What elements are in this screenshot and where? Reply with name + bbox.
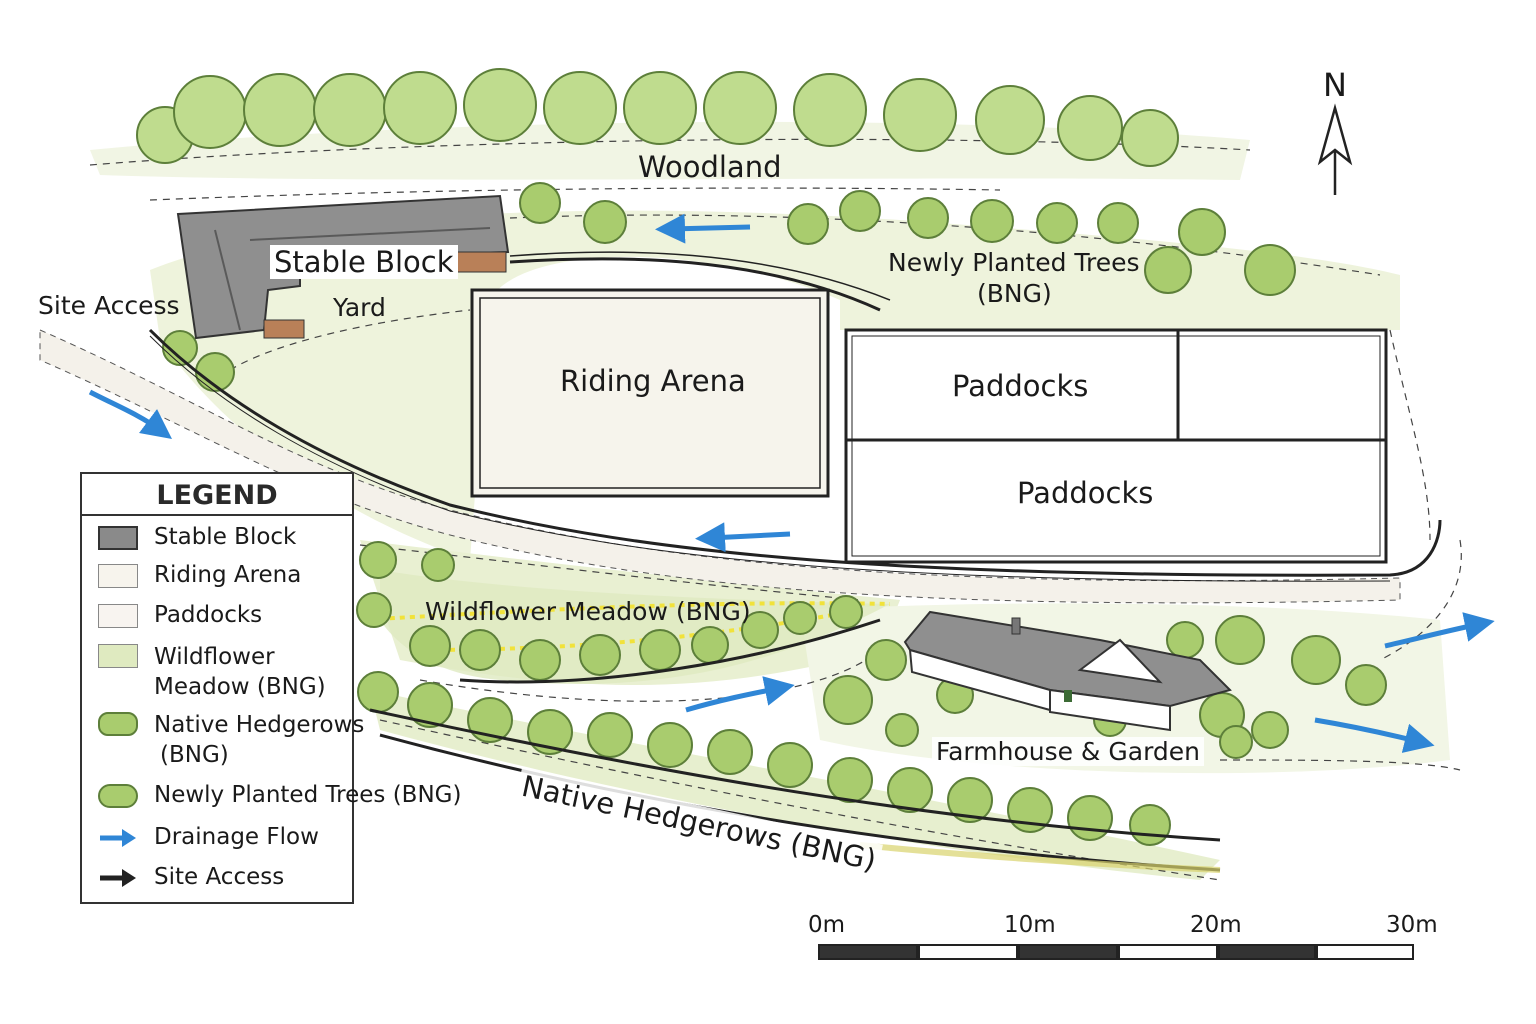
trees-swatch-icon — [98, 784, 138, 808]
paddocks-swatch-icon — [98, 604, 138, 628]
scale-bar: 0m 10m 20m 30m — [808, 912, 1438, 964]
north-indicator: N — [1308, 66, 1362, 198]
scale-segment — [1218, 944, 1316, 960]
drainage-arrow-icon — [100, 829, 136, 847]
scale-label: 0m — [808, 912, 846, 938]
label-paddocks-top: Paddocks — [952, 369, 1089, 403]
fence-north-track — [509, 257, 881, 312]
scale-segment — [1316, 944, 1414, 960]
label-farmhouse-garden: Farmhouse & Garden — [932, 737, 1205, 766]
farmhouse-garden — [823, 610, 1387, 759]
legend-item-label-line2: (BNG) — [160, 742, 229, 768]
legend-item-label: Site Access — [154, 864, 285, 890]
drainage-arrows — [88, 213, 1495, 753]
fence-track — [148, 328, 1442, 577]
legend-item-label: Riding Arena — [154, 562, 302, 588]
legend-item-label: Stable Block — [154, 524, 297, 550]
scale-label: 10m — [1004, 912, 1056, 938]
legend-item-label: Drainage Flow — [154, 824, 319, 850]
access-track — [39, 329, 1401, 604]
scale-segment — [918, 944, 1018, 960]
legend-item-label: Newly Planted Trees (BNG) — [154, 782, 462, 808]
legend-divider — [82, 514, 352, 516]
legend-item-paddocks: Paddocks — [82, 598, 352, 638]
wildflower-meadow — [356, 541, 891, 684]
label-riding-arena: Riding Arena — [560, 364, 746, 398]
legend-item-stable-block: Stable Block — [82, 520, 352, 560]
paddocks — [844, 328, 1388, 564]
legend-title: LEGEND — [156, 480, 278, 511]
legend-item-label: Native Hedgerows — [154, 712, 365, 738]
label-wildflower-meadow: Wildflower Meadow (BNG) — [425, 597, 751, 626]
hedgerow-swatch-icon — [98, 712, 138, 736]
native-hedgerows — [357, 671, 1221, 873]
legend-item-newly-planted-trees: Newly Planted Trees (BNG) — [82, 778, 461, 818]
legend-item-site-access: Site Access — [82, 860, 352, 900]
legend-item-label: Wildflower — [154, 644, 275, 670]
legend-item-wildflower-meadow: Wildflower Meadow (BNG) — [82, 640, 352, 706]
scale-label: 30m — [1386, 912, 1438, 938]
label-stable-block: Stable Block — [270, 245, 458, 279]
legend-item-drainage-flow: Drainage Flow — [82, 820, 352, 860]
north-arrow-icon — [1317, 103, 1353, 195]
riding-arena-swatch-icon — [98, 564, 138, 588]
scale-segment — [818, 944, 918, 960]
scale-segment — [1118, 944, 1218, 960]
legend: LEGEND Stable Block Riding Arena Paddock… — [80, 472, 461, 904]
label-paddocks-bottom: Paddocks — [1017, 476, 1154, 510]
legend-item-native-hedgerows: Native Hedgerows (BNG) — [82, 708, 364, 774]
newly-planted-trees — [162, 182, 1296, 392]
label-newly-planted-trees: Newly Planted Trees — [888, 248, 1140, 277]
label-newly-planted-trees-bng: (BNG) — [977, 279, 1052, 308]
riding-arena — [470, 288, 830, 498]
woodland-trees — [136, 68, 1179, 167]
stable-block — [176, 194, 510, 340]
wildflower-meadow-swatch-icon — [98, 644, 138, 668]
stable-block-swatch-icon — [98, 526, 138, 550]
label-woodland: Woodland — [638, 150, 782, 184]
label-yard: Yard — [333, 293, 386, 322]
scale-label: 20m — [1190, 912, 1242, 938]
access-arrow-icon — [100, 869, 136, 887]
north-label: N — [1323, 66, 1347, 104]
label-site-access: Site Access — [38, 291, 180, 320]
legend-item-label-line2: Meadow (BNG) — [154, 674, 326, 700]
legend-item-label: Paddocks — [154, 602, 263, 628]
legend-item-riding-arena: Riding Arena — [82, 558, 352, 598]
scale-segment — [1018, 944, 1118, 960]
